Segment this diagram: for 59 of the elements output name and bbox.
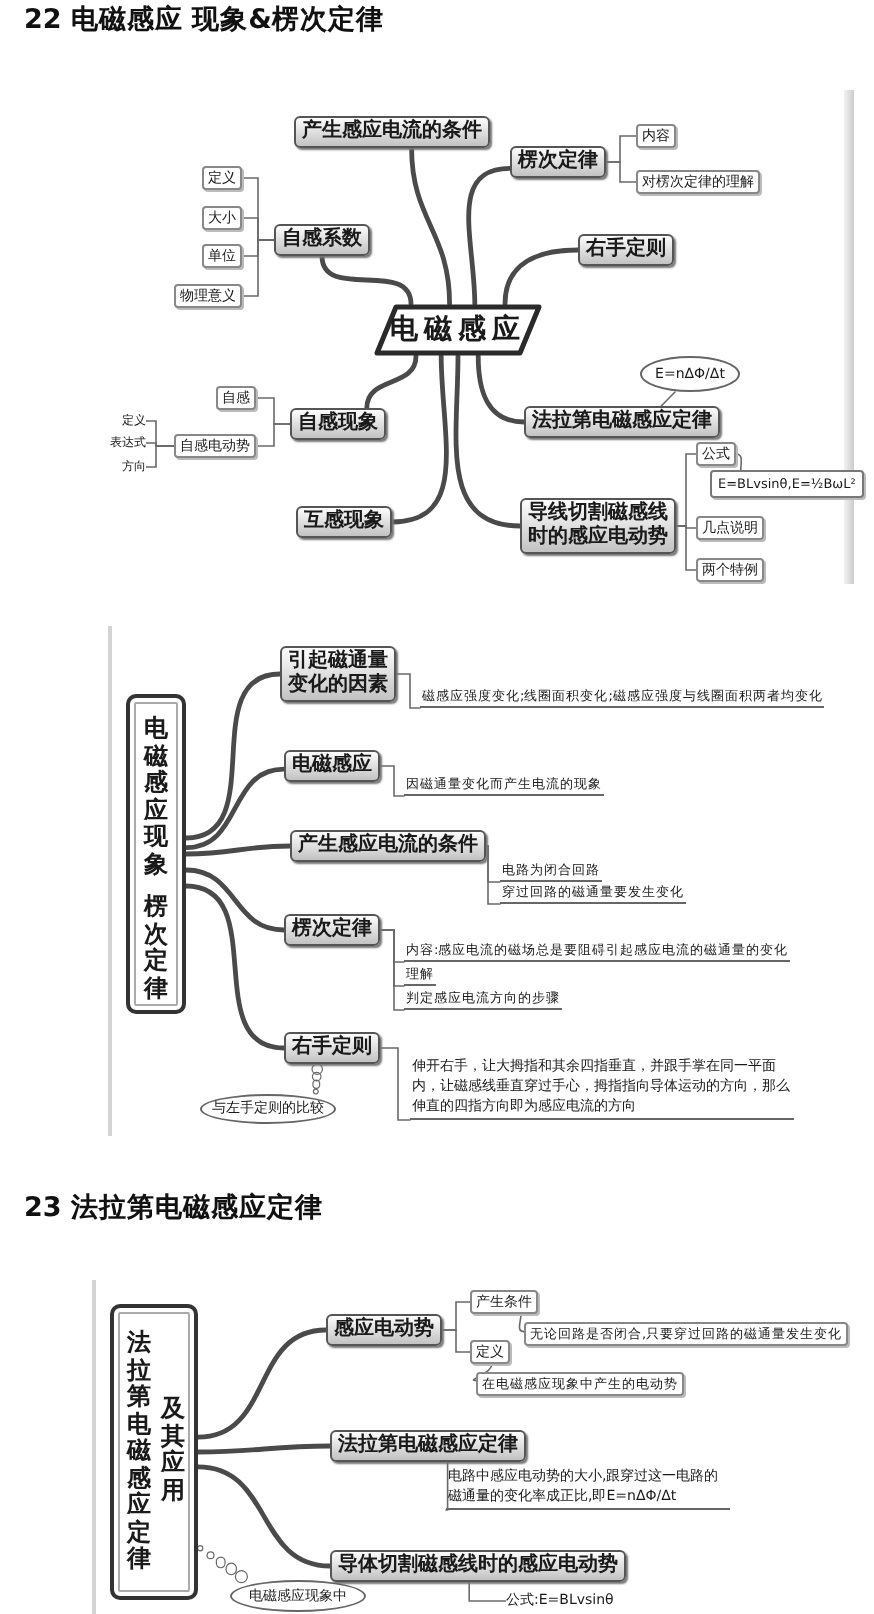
branch-line — [502, 247, 581, 307]
branch-line — [183, 883, 287, 1051]
bracket-line — [605, 161, 637, 183]
section-heading: 22 电磁感应 现象&楞次定律 — [24, 4, 384, 36]
branch-line — [453, 353, 523, 529]
hook-line — [518, 1313, 525, 1333]
topic-box: 产生感应电流的条件 — [294, 116, 490, 148]
topic-box: 产生感应电流的条件 — [290, 830, 486, 862]
topic-box: 感应电动势 — [326, 1314, 442, 1346]
bracket-line — [468, 1581, 507, 1602]
central-topic: 电磁感应 — [374, 304, 542, 356]
bracket-line — [145, 445, 175, 468]
branch-line — [319, 253, 414, 307]
branch-line — [183, 867, 287, 933]
branch-line — [409, 145, 452, 307]
topic-box: 楞次定律 — [284, 914, 380, 946]
topic-box: 法拉第电磁感应定律 — [524, 406, 720, 438]
topic-box: 自感系数 — [274, 224, 370, 256]
bracket-line — [395, 673, 421, 709]
callout-tail — [660, 391, 676, 407]
branch-line — [466, 166, 513, 307]
branch-line — [195, 1443, 333, 1455]
branch-line — [183, 671, 283, 841]
bracket-line — [241, 239, 275, 297]
branch-line — [183, 766, 287, 850]
branch-line — [195, 1327, 329, 1440]
vertical-subtitle: 楞次定律 — [143, 894, 169, 1002]
vertical-title: 法拉第电磁感应定律 — [126, 1330, 152, 1573]
hook-line — [735, 453, 743, 471]
topic-box: 楞次定律 — [510, 146, 606, 178]
topic-box: 导体切割磁感线时的感应电动势 — [330, 1550, 626, 1582]
bracket-line — [379, 1047, 411, 1121]
title-box — [126, 694, 186, 1014]
topic-box: 法拉第电磁感应定律 — [330, 1430, 526, 1462]
topic-box: 互感现象 — [296, 506, 392, 538]
section-heading: 23 法拉第电磁感应定律 — [24, 1192, 323, 1224]
branch-line — [389, 353, 449, 525]
title-box — [110, 1304, 198, 1600]
bubble-trail — [311, 1063, 323, 1095]
topic-box: 自感现象 — [290, 408, 386, 440]
branch-line — [364, 353, 419, 411]
branch-line — [183, 843, 293, 857]
bracket-line — [675, 525, 697, 571]
bracket-line — [379, 765, 405, 797]
topic-box: 右手定则 — [578, 234, 674, 266]
bracket-line — [445, 1461, 449, 1511]
bracket-line — [379, 929, 405, 1011]
topic-box: 导线切割磁感线时的感应电动势 — [520, 498, 676, 554]
branch-line — [475, 353, 527, 425]
topic-box: 右手定则 — [284, 1032, 380, 1064]
branch-line — [195, 1464, 333, 1569]
vertical-title: 电磁感应现象 — [143, 716, 169, 878]
bubble-trail — [197, 1545, 248, 1584]
bracket-line — [485, 845, 501, 905]
topic-box: 引起磁通量变化的因素 — [280, 646, 396, 702]
bracket-line — [255, 423, 291, 447]
vertical-subtitle: 及其应用 — [160, 1396, 186, 1504]
topic-box: 电磁感应 — [284, 750, 380, 782]
bracket-line — [441, 1329, 471, 1353]
